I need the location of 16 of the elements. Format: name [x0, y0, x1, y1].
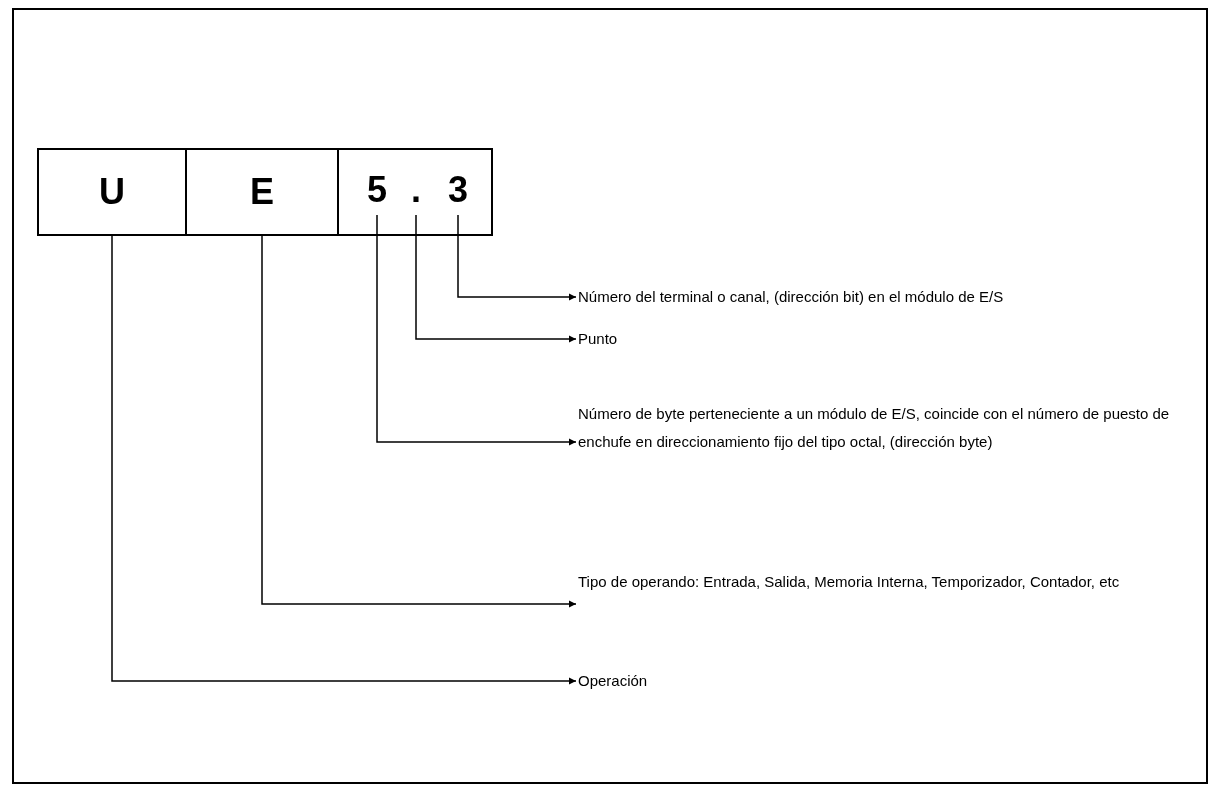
operand-letter-cell: E	[185, 148, 339, 236]
leader-line	[457, 214, 577, 301]
operation-letter-cell: U	[37, 148, 187, 236]
bit-digit: 3	[443, 165, 473, 215]
description-text: Operación	[578, 667, 778, 695]
byte-digit: 5	[362, 165, 392, 215]
leader-line	[415, 214, 577, 343]
description-text: Punto	[578, 325, 778, 353]
leader-line	[111, 235, 577, 685]
address-cell	[337, 148, 493, 236]
leader-line	[376, 214, 577, 446]
description-text: Número del terminal o canal, (dirección bit) en el módulo de E/S	[578, 283, 1178, 311]
description-text: Tipo de operando: Entrada, Salida, Memoria Interna, Temporizador, Contador, etc	[578, 568, 1198, 624]
point-symbol: .	[404, 165, 428, 215]
leader-line	[261, 235, 577, 608]
description-text: Número de byte perteneciente a un módulo de E/S, coincide con el número de puesto de enchufe en direccionamiento fijo del tipo octal, (dirección byte)	[578, 400, 1188, 484]
